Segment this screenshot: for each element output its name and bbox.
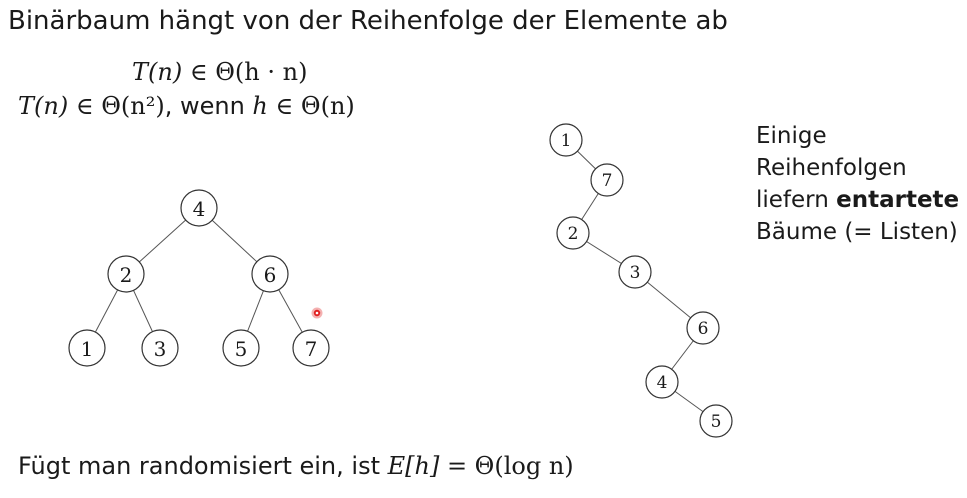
tree-node-circle (107, 255, 145, 293)
tree-node-circle (556, 216, 590, 250)
tree-node-circle (590, 163, 624, 197)
side-note-line: liefern entartete (756, 184, 959, 216)
formula-rhs: Θ(h · n) (215, 58, 308, 86)
tree-node-label: 2 (568, 224, 579, 244)
tree-node: 2 (556, 216, 590, 250)
formula-rhs: Θ(n²) (101, 92, 165, 120)
laser-pointer-icon (311, 304, 323, 319)
tree-node-circle (699, 404, 733, 438)
tree-node-label: 6 (264, 263, 277, 287)
side-note-line: Reihenfolgen (756, 155, 907, 181)
tree-node-circle (645, 365, 679, 399)
tree-node: 5 (222, 329, 260, 367)
formula-lhs: T(n) (18, 92, 69, 120)
formula-lhs: T(n) (132, 58, 183, 86)
tree-node-label: 7 (305, 337, 318, 361)
tree-node: 3 (141, 329, 179, 367)
side-note-emphasis: entartete (836, 187, 960, 213)
formula-cond-var: h (252, 92, 268, 120)
tree-node: 1 (549, 123, 583, 157)
formula-op: ∈ (68, 92, 102, 120)
tree-node-label: 6 (698, 319, 709, 339)
tree-node-circle (549, 123, 583, 157)
side-note-line: Bäume (= Listen) (756, 219, 958, 245)
degenerate-tree: 1 7 2 3 6 4 5 (549, 123, 733, 438)
tree-node-label: 1 (561, 131, 572, 151)
tree-node-circle (222, 329, 260, 367)
side-note: Einige Reihenfolgen liefern entartete Bä… (756, 120, 959, 248)
tree-node: 2 (107, 255, 145, 293)
tree-node: 1 (68, 329, 106, 367)
bottom-expr-var: E[h] (387, 452, 440, 480)
tree-node-circle (251, 255, 289, 293)
tree-node-label: 1 (81, 337, 94, 361)
tree-node-label: 7 (602, 171, 613, 191)
tree-node-circle (686, 311, 720, 345)
formula-complexity: T(n) ∈ Θ(h · n) (132, 58, 307, 86)
formula-cond-rhs: Θ(n) (300, 92, 355, 120)
tree-node-label: 4 (657, 373, 668, 393)
tree-node: 6 (686, 311, 720, 345)
slide-title: Binärbaum hängt von der Reihenfolge der … (8, 6, 728, 36)
tree-node-label: 3 (154, 337, 167, 361)
tree-node-label: 5 (235, 337, 248, 361)
tree-node-label: 5 (711, 412, 722, 432)
formula-word: , wenn (164, 92, 253, 120)
tree-node-circle (180, 189, 218, 227)
tree-node-label: 4 (193, 197, 206, 221)
formula-op: ∈ (182, 58, 216, 86)
tree-node-circle (618, 255, 652, 289)
tree-node: 4 (645, 365, 679, 399)
side-note-prefix: liefern (756, 187, 837, 213)
tree-node-label: 2 (120, 263, 133, 287)
formula-worst-case: T(n) ∈ Θ(n²), wenn h ∈ Θ(n) (18, 92, 355, 120)
bottom-expr-rest: = Θ(log n) (439, 452, 574, 480)
tree-node: 3 (618, 255, 652, 289)
tree-node: 4 (180, 189, 218, 227)
side-note-line: Einige (756, 123, 827, 149)
balanced-tree: 4 2 6 1 3 5 7 (68, 189, 330, 367)
tree-node: 6 (251, 255, 289, 293)
bottom-text: Fügt man randomisiert ein, ist (18, 452, 388, 480)
tree-node-circle (68, 329, 106, 367)
tree-node-label: 3 (630, 263, 641, 283)
tree-node: 7 (590, 163, 624, 197)
tree-node-circle (292, 329, 330, 367)
formula-cond-op: ∈ (267, 92, 301, 120)
tree-node-circle (141, 329, 179, 367)
tree-node: 7 (292, 329, 330, 367)
bottom-statement: Fügt man randomisiert ein, ist E[h] = Θ(… (18, 452, 574, 480)
tree-node: 5 (699, 404, 733, 438)
